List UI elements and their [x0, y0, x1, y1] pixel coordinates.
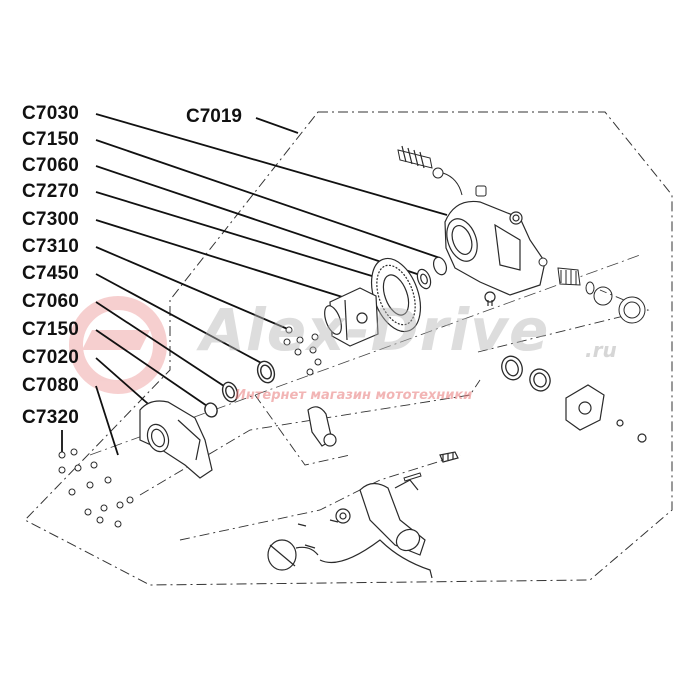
- callout-label[interactable]: C7060: [22, 291, 79, 312]
- leader-lines: [61, 113, 448, 456]
- right-housing-part: [444, 200, 546, 306]
- ring-gear-part: [370, 257, 422, 333]
- callout-label[interactable]: C7020: [22, 347, 79, 368]
- sensor-plate-part: [565, 384, 647, 443]
- watermark-tagline: Интернет магазин мототехники: [235, 388, 473, 403]
- leader-line: [95, 385, 119, 456]
- left-housing-part: [139, 400, 213, 479]
- callout-label[interactable]: C7030: [22, 103, 79, 124]
- callout-label[interactable]: C7310: [22, 236, 79, 257]
- bolt-group-center: [283, 326, 322, 376]
- callout-label[interactable]: C7150: [22, 319, 79, 340]
- sub-boundary-shift: [254, 394, 351, 466]
- leader-line: [95, 357, 156, 411]
- seal-part: [204, 360, 276, 418]
- callout-label[interactable]: C7300: [22, 209, 79, 230]
- callout-label[interactable]: C7150: [22, 129, 79, 150]
- pinion-part: [538, 257, 646, 324]
- leader-line: [95, 139, 441, 259]
- leader-line: [95, 191, 386, 281]
- boot-bellows-part: [397, 145, 487, 197]
- leader-line: [95, 246, 291, 331]
- assembly-label[interactable]: C7019: [186, 106, 242, 127]
- callout-label[interactable]: C7080: [22, 375, 79, 396]
- actuator-motor-part: [297, 451, 459, 579]
- output-seal-part: [501, 355, 551, 392]
- leader-line: [95, 165, 421, 276]
- pin-part: [403, 472, 422, 482]
- sub-boundary-motor: [179, 454, 461, 541]
- callout-label[interactable]: C7270: [22, 181, 79, 202]
- callout-label[interactable]: C7320: [22, 407, 79, 428]
- leader-line: [95, 219, 353, 301]
- watermark-name: Alex-Drive: [200, 296, 550, 364]
- assembly-boundary: [24, 111, 673, 586]
- sub-boundary-right: [477, 289, 650, 353]
- callout-label[interactable]: C7060: [22, 155, 79, 176]
- leader-line: [95, 113, 448, 216]
- leader-line: [95, 301, 231, 391]
- leader-line: [95, 329, 211, 409]
- wiring-connector-part: [267, 539, 319, 571]
- leader-line: [255, 117, 299, 134]
- bearing-part: [416, 256, 448, 290]
- leader-line: [95, 273, 266, 366]
- bolt-group-left: [58, 448, 134, 528]
- differential-case-part: [324, 287, 379, 347]
- callout-label[interactable]: C7450: [22, 263, 79, 284]
- shift-fork-part: [307, 406, 337, 447]
- watermark-domain: .ru: [585, 338, 617, 362]
